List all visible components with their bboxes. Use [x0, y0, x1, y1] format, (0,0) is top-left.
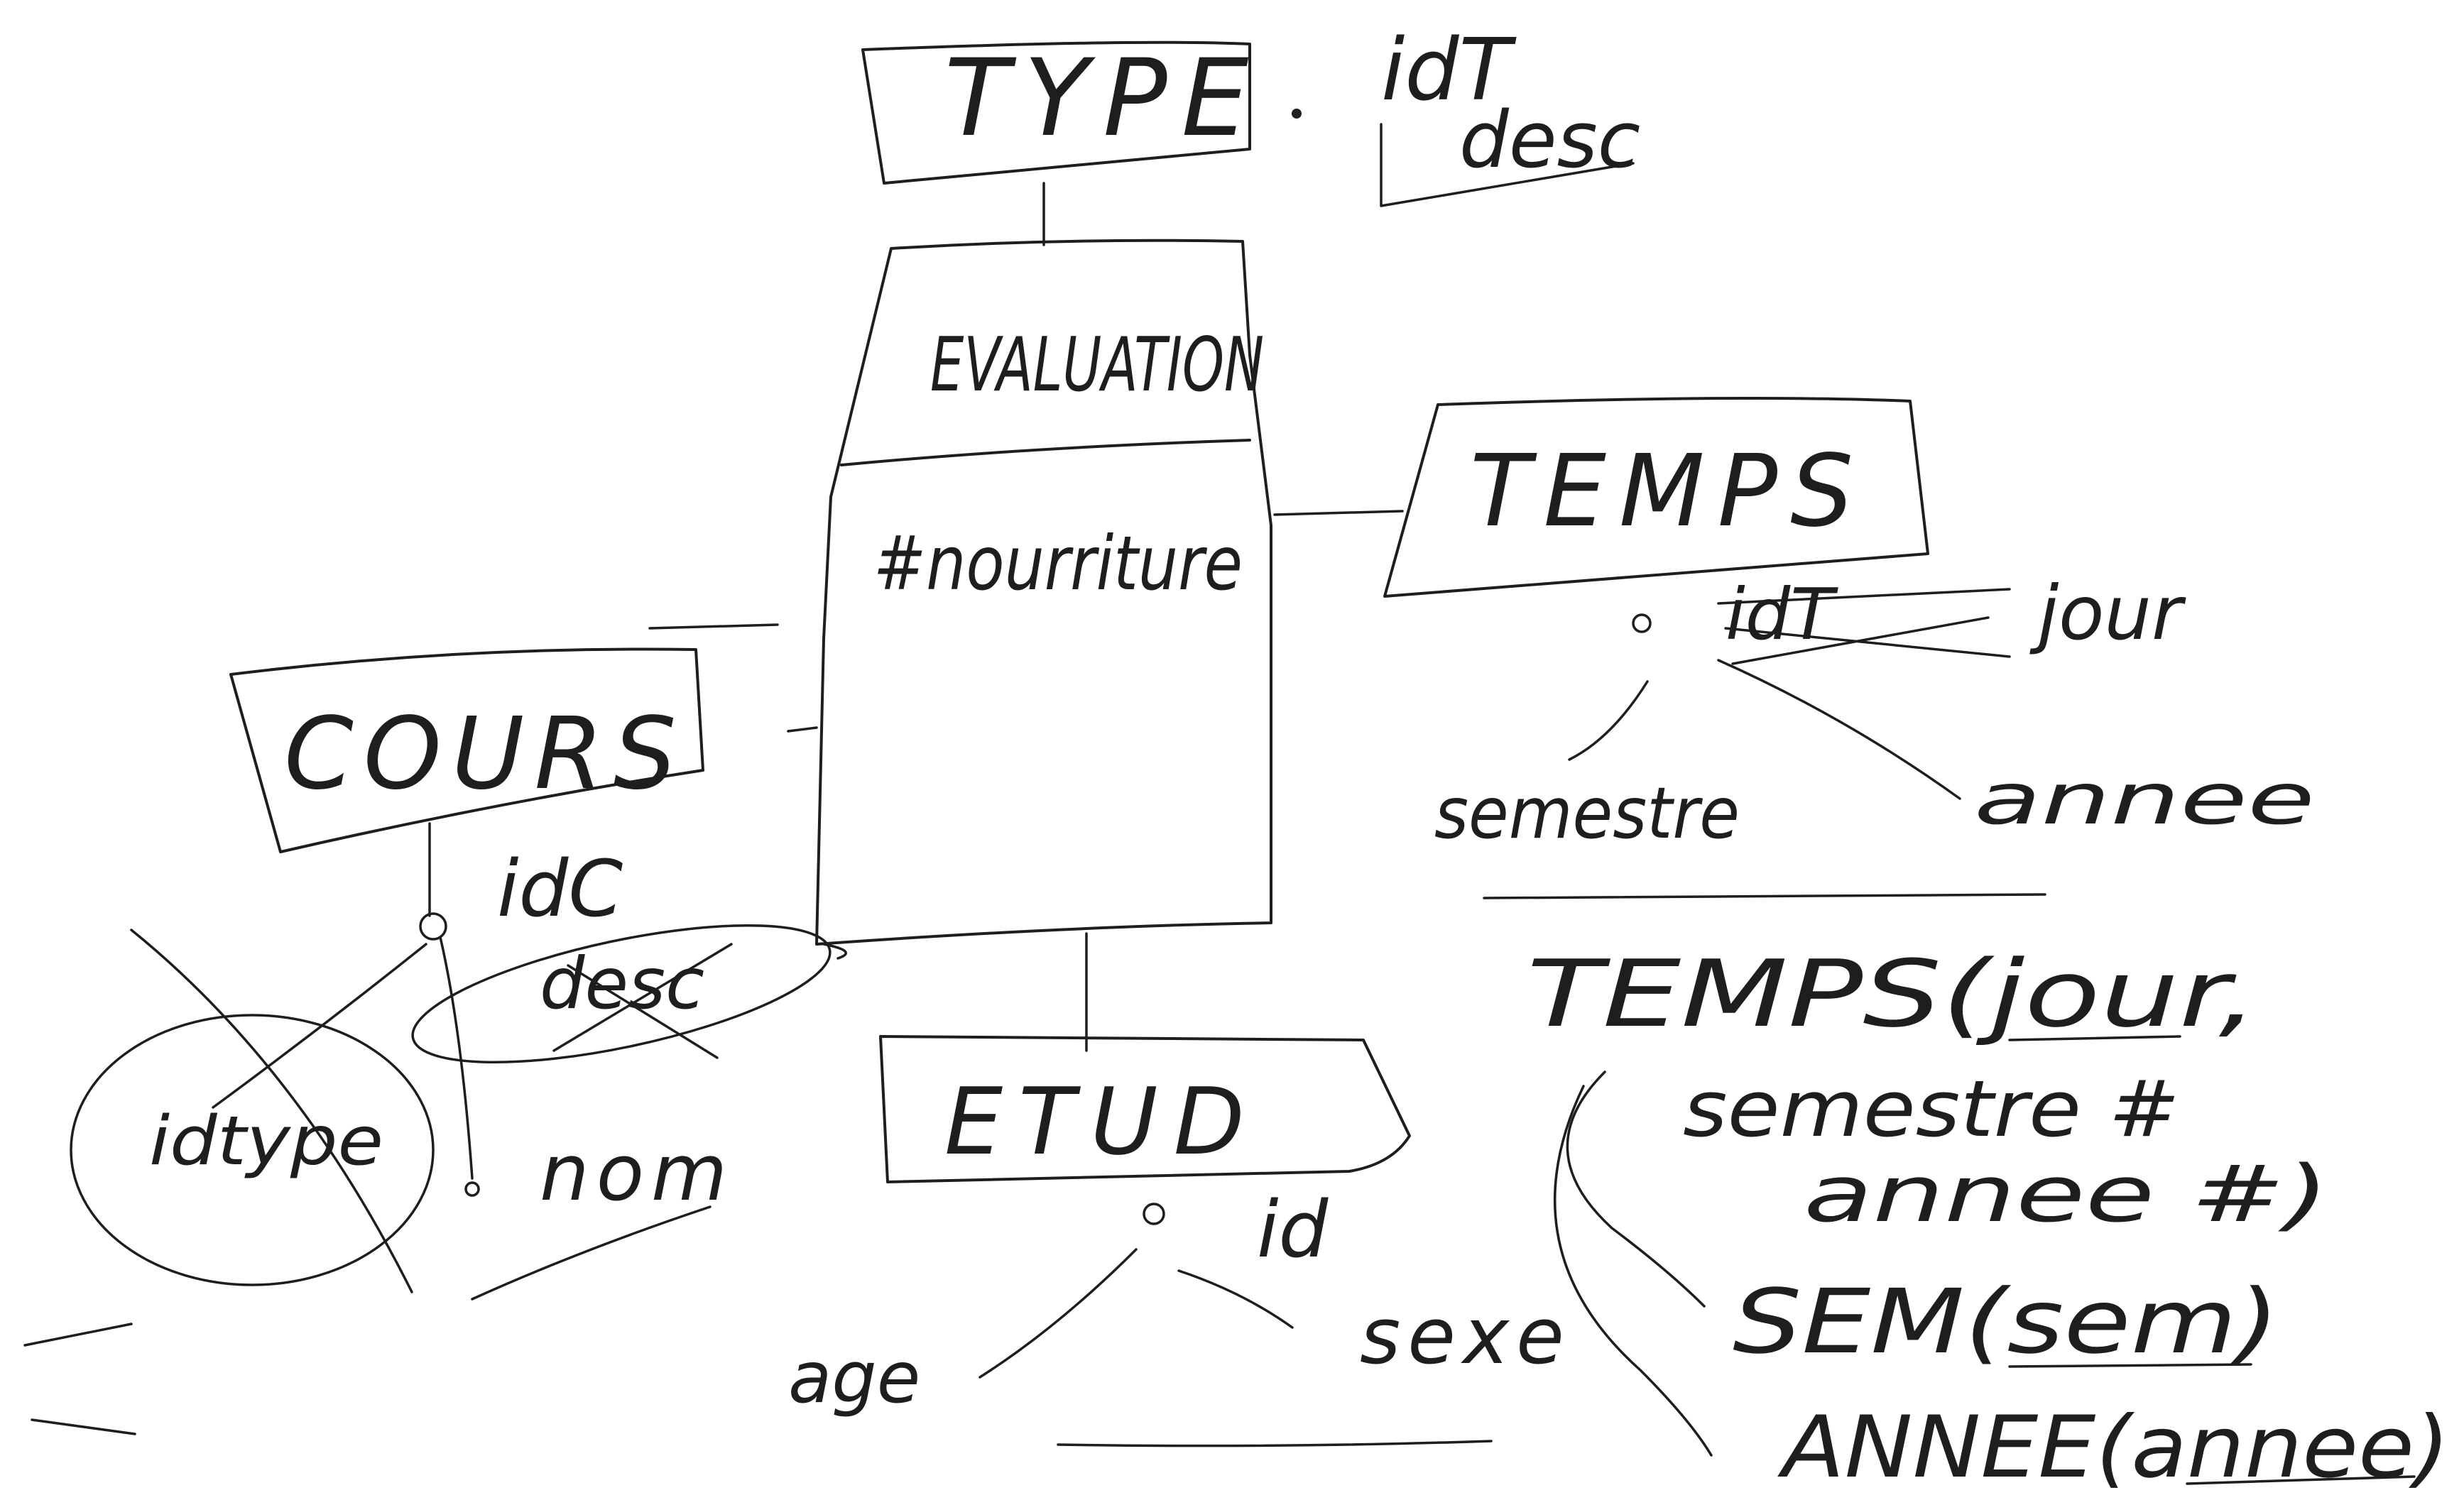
entity-cours: COURS idC desc idtype nom [70, 647, 832, 1301]
entity-cours-desc-ellipse [411, 924, 832, 1064]
entity-etud-attr-dot [1143, 1203, 1165, 1225]
stray-stroke [23, 1323, 133, 1347]
entity-cours-attr-id: idC [497, 843, 623, 934]
entity-type-attr-id: idT [1381, 21, 1517, 120]
schema-temps-annee: annee #) [1804, 1149, 2329, 1239]
entity-type-attr-desc: desc [1459, 94, 1640, 185]
entity-temps-attr-id: idT [1726, 573, 1838, 656]
schema-sem-line: SEM(sem) [1733, 1271, 2279, 1374]
schema-block: TEMPS(jour, semestre # annee #) SEM(sem)… [1527, 940, 2450, 1497]
schema-temps-semestre: semestre # [1683, 1063, 2180, 1154]
entity-cours-idtype-strike [130, 929, 427, 1293]
schema-annee-line: ANNEE(annee) [1777, 1398, 2450, 1497]
entity-temps-attr-jour: jour [2029, 570, 2186, 657]
stray-stroke [31, 1418, 136, 1435]
entity-type-attr-bracket [1380, 123, 1635, 207]
entity-evaluation: EVALUATION #nourriture [815, 239, 1272, 946]
entity-temps-attr-semestre: semestre [1434, 772, 1740, 855]
entity-type-attr-dot [1292, 109, 1302, 119]
entity-temps-attr-dot [1632, 613, 1652, 633]
entity-cours-box [229, 647, 704, 853]
entity-evaluation-divider [840, 439, 1251, 466]
entity-type-box [861, 40, 1251, 185]
entity-evaluation-measure: #nourriture [873, 520, 1243, 607]
entity-etud-name: ETUD [944, 1068, 1260, 1176]
entity-temps-box [1383, 397, 1929, 598]
entity-temps-attr-id-strike [1717, 588, 2011, 665]
entity-temps-attr-annee: annee [1974, 757, 2315, 841]
entity-cours-attr-dot [419, 912, 447, 941]
entity-cours-attr-desc: desc [540, 942, 704, 1025]
entity-etud-attr-sexe: sexe [1360, 1291, 1571, 1381]
entity-evaluation-name: EVALUATION [930, 322, 1264, 408]
entity-cours-name: COURS [284, 696, 687, 812]
entity-temps: TEMPS idT jour semestre annee [1383, 397, 2315, 855]
entity-etud-box [879, 1035, 1411, 1183]
schema-temps-line: TEMPS(jour, [1527, 940, 2258, 1048]
entity-cours-attr-nom: nom [540, 1127, 734, 1218]
entity-temps-name: TEMPS [1470, 434, 1866, 549]
entity-cours-attr-idtype: idtype [149, 1102, 383, 1181]
entity-cours-desc-strike [552, 943, 733, 1059]
entity-cours-idtype-ellipse [70, 1014, 435, 1286]
entity-etud-attr-age: age [788, 1336, 920, 1419]
entity-etud-attr-id: id [1257, 1184, 1329, 1275]
stray-stroke [648, 623, 779, 630]
entity-type-name: TYPE [944, 37, 1263, 160]
entity-type: TYPE idT desc [861, 21, 1640, 246]
entity-evaluation-box [815, 239, 1272, 946]
entity-etud: ETUD id age sexe [788, 1035, 1571, 1447]
